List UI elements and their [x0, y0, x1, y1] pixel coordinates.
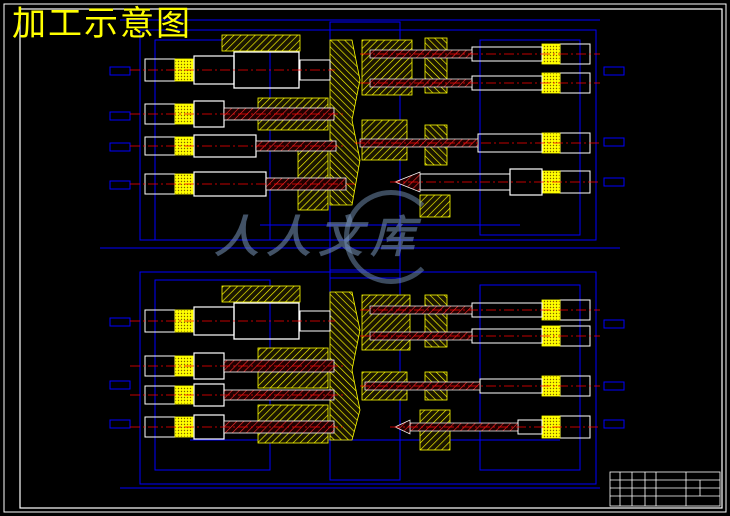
watermark-ring	[344, 190, 438, 284]
outer-frame	[3, 3, 727, 513]
inner-frame	[19, 8, 723, 509]
left-labels	[109, 66, 625, 429]
watermark-text: 人人文库	[211, 212, 433, 263]
title-block	[609, 471, 721, 507]
center-lines	[130, 53, 600, 428]
drawing-title: 加工示意图	[12, 4, 192, 44]
